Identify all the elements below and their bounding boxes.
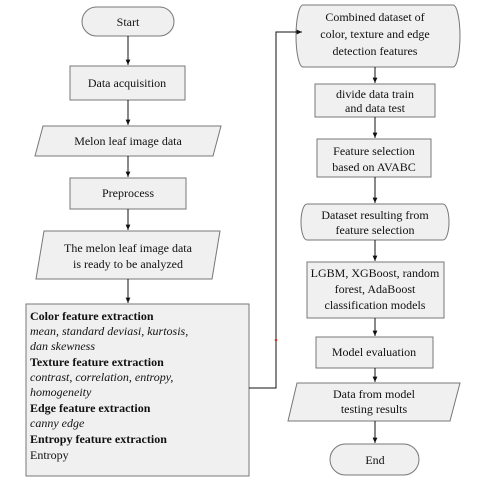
edge-extraction-title: Edge feature extraction	[30, 401, 151, 415]
stray-dot	[274, 338, 278, 342]
start-node: Start	[81, 6, 175, 37]
color-extraction-line2: dan skewness	[30, 339, 95, 353]
combined-dataset-storage: Combined dataset of color, texture and e…	[295, 4, 461, 68]
selection-result-storage: Dataset resulting from feature selection	[300, 203, 450, 241]
testing-label-line2: testing results	[341, 402, 408, 416]
divide-data-process: divide data train and data test	[314, 83, 436, 118]
image-data-label: Melon leaf image data	[74, 134, 182, 148]
combined-label-line3: detection features	[333, 44, 418, 58]
feature-selection-process: Feature selection based on AVABC	[316, 138, 432, 178]
selection-label-line2: based on AVABC	[332, 160, 416, 174]
ready-data-io: The melon leaf image data is ready to be…	[35, 230, 221, 280]
testing-label-line1: Data from model	[333, 387, 416, 401]
start-label: Start	[117, 15, 140, 29]
texture-extraction-line1: contrast, correlation, entropy,	[30, 370, 173, 384]
model-evaluation-process: Model evaluation	[315, 336, 434, 369]
edge-extraction-line1: canny edge	[30, 416, 85, 430]
end-node: End	[329, 443, 420, 476]
divide-label-line1: divide data train	[336, 87, 414, 101]
color-extraction-title: Color feature extraction	[30, 309, 154, 323]
divide-label-line2: and data test	[345, 101, 406, 115]
preprocess-process: Preprocess	[69, 177, 187, 210]
image-data-io: Melon leaf image data	[34, 125, 222, 157]
selection-label-line1: Feature selection	[333, 144, 415, 158]
models-label-line1: LGBM, XGBoost, random	[311, 266, 440, 280]
ready-label-line1: The melon leaf image data	[64, 241, 193, 255]
acquisition-label: Data acquisition	[88, 76, 166, 90]
models-label-line3: classification models	[325, 298, 426, 312]
result-label-line2: feature selection	[336, 223, 415, 237]
feature-extraction-box: Color feature extraction mean, standard …	[25, 303, 250, 477]
acquisition-process: Data acquisition	[69, 65, 186, 101]
result-label-line1: Dataset resulting from	[321, 208, 429, 222]
classification-models-process: LGBM, XGBoost, random forest, AdaBoost c…	[306, 261, 445, 319]
arrow-extraction-to-combined	[249, 29, 302, 389]
models-label-line2: forest, AdaBoost	[335, 282, 416, 296]
end-label: End	[365, 453, 384, 467]
entropy-extraction-line1: Entropy	[30, 448, 69, 462]
preprocess-label: Preprocess	[102, 186, 154, 200]
evaluation-label: Model evaluation	[332, 345, 416, 359]
ready-label-line2: is ready to be analyzed	[73, 257, 183, 271]
texture-extraction-title: Texture feature extraction	[30, 355, 164, 369]
combined-label-line1: Combined dataset of	[325, 10, 424, 24]
entropy-extraction-title: Entropy feature extraction	[30, 432, 167, 446]
testing-results-io: Data from model testing results	[287, 382, 461, 422]
combined-label-line2: color, texture and edge	[320, 27, 429, 41]
texture-extraction-line2: homogeneity	[30, 385, 92, 399]
color-extraction-line1: mean, standard deviasi, kurtosis,	[30, 324, 188, 338]
